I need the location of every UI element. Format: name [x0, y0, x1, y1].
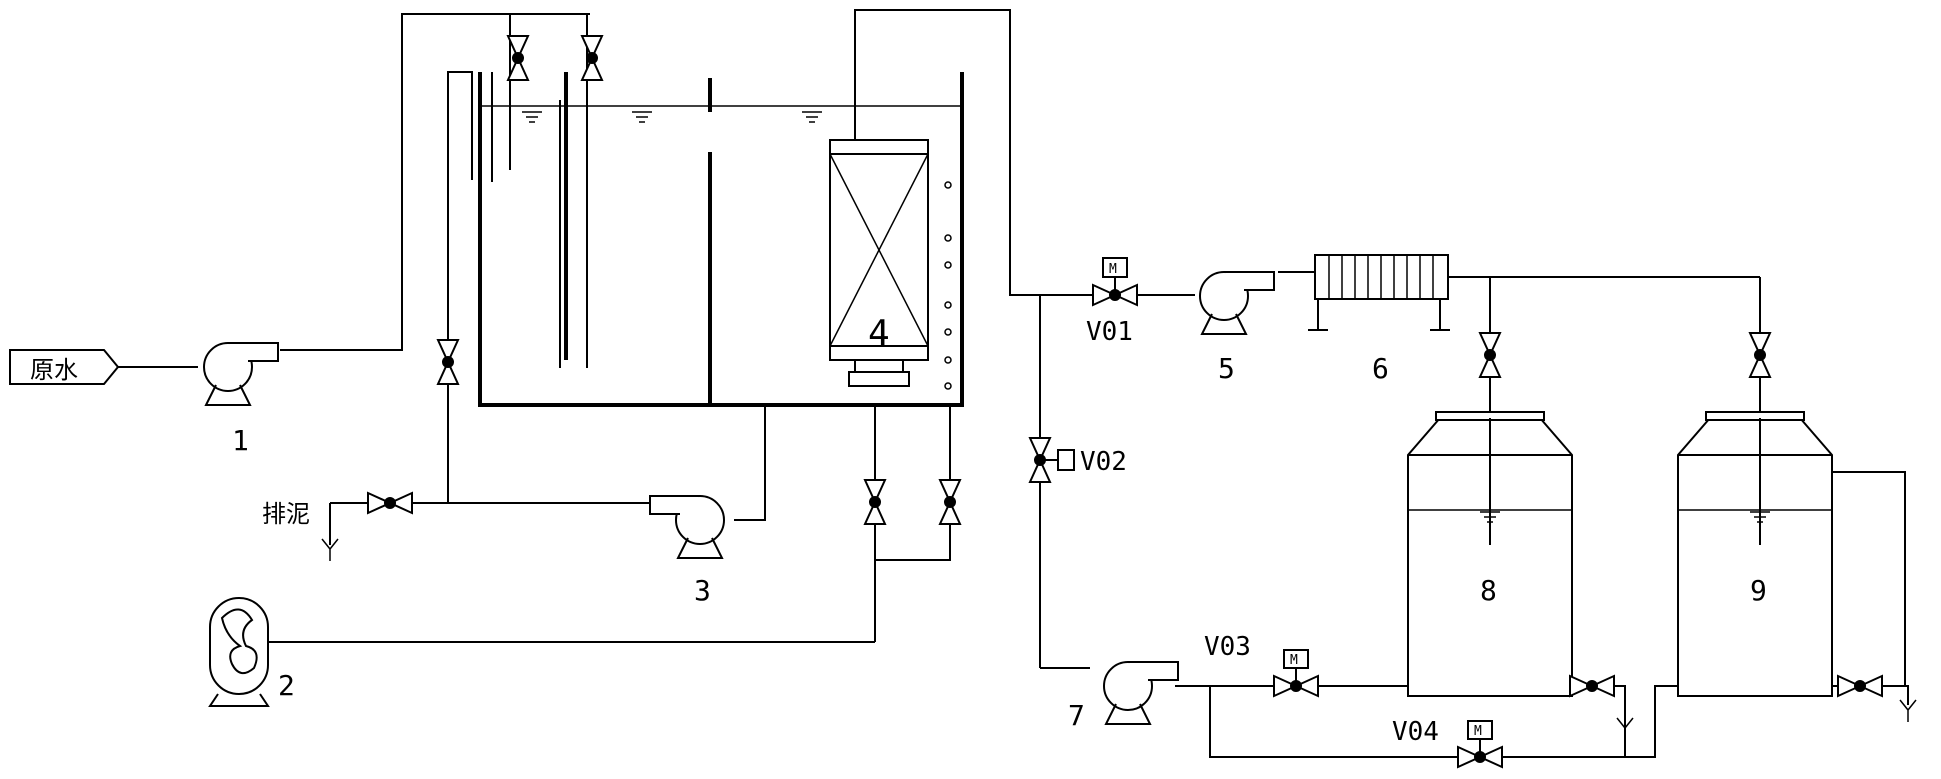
- label-2: 2: [278, 669, 295, 702]
- permeate-pipe: [854, 9, 1040, 296]
- label-7: 7: [1068, 699, 1085, 732]
- filter-6: [1308, 254, 1450, 331]
- level-mark-3: [801, 111, 823, 123]
- v02-motor-icon: [1057, 449, 1075, 471]
- aerator: [848, 371, 910, 387]
- level-mark-1: [521, 111, 543, 123]
- tank9-inlet-valve[interactable]: [1749, 332, 1771, 378]
- raw-water-tag: [9, 349, 120, 385]
- sludge-pump-3[interactable]: [649, 495, 725, 559]
- v01-label: V01: [1086, 317, 1133, 347]
- return-valve[interactable]: [437, 339, 459, 385]
- pump-5[interactable]: [1199, 271, 1275, 335]
- bioreactor-tank: [478, 72, 964, 407]
- return-loop: [447, 71, 473, 180]
- tank9-drain-valve[interactable]: [1837, 675, 1883, 697]
- feed-pipe: [280, 13, 590, 351]
- air-valve-b[interactable]: [939, 479, 961, 525]
- raw-water-label: 原水: [30, 356, 78, 384]
- v01-motor-icon: [1102, 257, 1128, 278]
- v03-motor-icon: [1283, 649, 1309, 669]
- tank8-inlet-valve[interactable]: [1479, 332, 1501, 378]
- tank9-overflow: [1832, 471, 1906, 686]
- v02-label: V02: [1080, 447, 1127, 477]
- feed-pump-1[interactable]: [203, 342, 279, 406]
- storage-tank-8: [1407, 411, 1573, 697]
- storage-tank-9: [1677, 411, 1833, 697]
- feed-valve-b[interactable]: [581, 35, 603, 81]
- label-9: 9: [1750, 574, 1767, 607]
- tank8-drain-valve[interactable]: [1569, 675, 1615, 697]
- pump-7[interactable]: [1103, 661, 1179, 725]
- label-5: 5: [1218, 352, 1235, 385]
- svg-text:M: M: [1290, 653, 1298, 668]
- label-8: 8: [1480, 574, 1497, 607]
- label-3: 3: [694, 574, 711, 607]
- level-mark-2: [631, 111, 653, 123]
- air-riser-b: [875, 404, 951, 561]
- pump3-suction: [734, 404, 766, 521]
- v04-motor-icon: [1467, 720, 1493, 740]
- sludge-valve[interactable]: [367, 492, 413, 514]
- sludge-discharge-label: 排泥: [262, 500, 310, 528]
- v04-label: V04: [1392, 717, 1439, 747]
- v03-label: V03: [1204, 632, 1251, 662]
- label-4: 4: [868, 313, 890, 354]
- air-valve-a[interactable]: [864, 479, 886, 525]
- aeration-holes: [944, 181, 952, 390]
- pipe-network: [118, 9, 1909, 758]
- label-6: 6: [1372, 352, 1389, 385]
- svg-text:M: M: [1474, 724, 1482, 739]
- label-1: 1: [232, 424, 249, 457]
- svg-text:M: M: [1109, 262, 1117, 277]
- blower-2[interactable]: [208, 597, 270, 707]
- pump7-to-tank9: [1209, 685, 1678, 758]
